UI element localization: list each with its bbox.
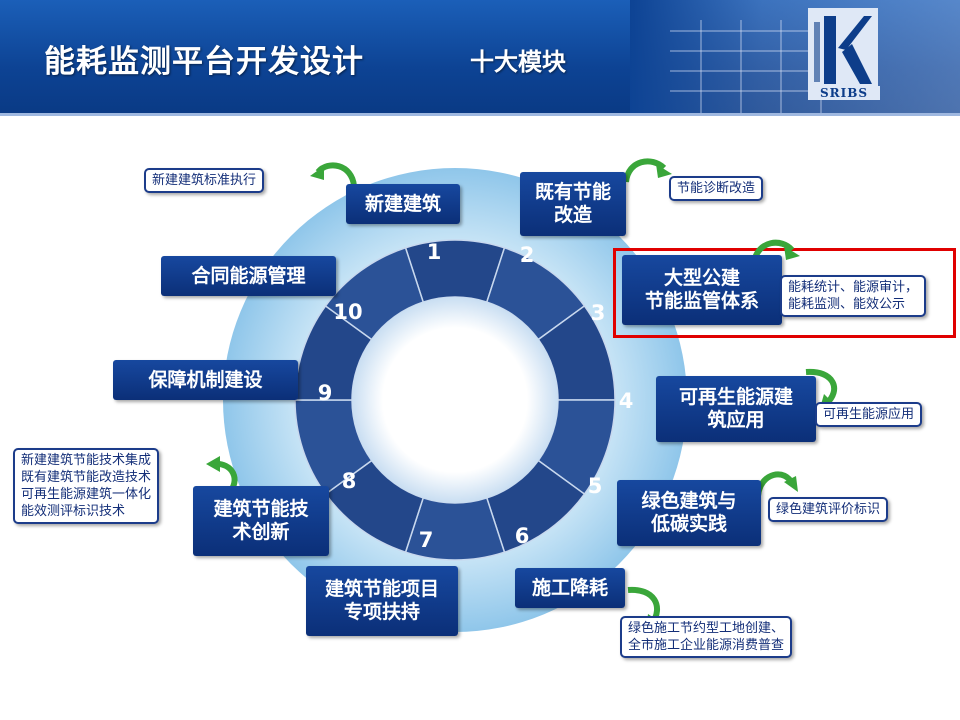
module-label: 大型公建 节能监管体系 <box>644 267 759 312</box>
header-divider <box>0 113 960 116</box>
logo-text: SRIBS <box>808 86 880 100</box>
module-label: 绿色建筑与 低碳实践 <box>641 490 737 535</box>
header-building-image <box>630 0 960 113</box>
module-label: 建筑节能技 术创新 <box>213 498 309 543</box>
module-large-public-building[interactable]: 大型公建 节能监管体系 <box>622 255 782 325</box>
ring-segments <box>294 239 616 561</box>
page-subtitle: 十大模块 <box>470 48 566 76</box>
module-construction-saving[interactable]: 施工降耗 <box>515 568 625 608</box>
module-special-support[interactable]: 建筑节能项目 专项扶持 <box>306 566 458 636</box>
sribs-logo-icon <box>808 8 878 88</box>
module-contract-energy[interactable]: 合同能源管理 <box>161 256 336 296</box>
note-energy-monitoring: 能耗统计、能源审计， 能耗监测、能效公示 <box>780 275 927 317</box>
module-new-building[interactable]: 新建建筑 <box>346 184 460 224</box>
module-green-building[interactable]: 绿色建筑与 低碳实践 <box>617 480 761 546</box>
ring-number-2: 2 <box>519 243 535 267</box>
note-new-building-standard: 新建建筑标准执行 <box>144 168 265 193</box>
module-label: 新建建筑 <box>364 192 441 215</box>
page-title: 能耗监测平台开发设计 <box>44 44 364 80</box>
module-label: 建筑节能项目 专项扶持 <box>324 578 439 623</box>
module-tech-innovation[interactable]: 建筑节能技 术创新 <box>193 486 329 556</box>
ring-segment-10 <box>324 246 425 341</box>
ring-number-3: 3 <box>590 301 606 325</box>
note-green-construction: 绿色施工节约型工地创建、 全市施工企业能源消费普查 <box>620 616 793 658</box>
module-renewable-energy[interactable]: 可再生能源建 筑应用 <box>656 376 816 442</box>
note-renewable-application: 可再生能源应用 <box>815 402 923 427</box>
curved-arrow-icon <box>310 162 357 187</box>
module-label: 施工降耗 <box>531 576 608 599</box>
module-label: 既有节能 改造 <box>534 181 611 226</box>
note-tech-list: 新建建筑节能技术集成 既有建筑节能改造技术 可再生能源建筑一体化 能效测评标识技… <box>13 448 160 524</box>
note-green-rating: 绿色建筑评价标识 <box>768 497 889 522</box>
module-label: 合同能源管理 <box>191 264 306 287</box>
note-energy-diagnosis: 节能诊断改造 <box>669 176 764 201</box>
ring-number-8: 8 <box>341 469 357 493</box>
ring-number-6: 6 <box>514 524 530 548</box>
ring-number-10: 10 <box>333 300 363 324</box>
ring-number-5: 5 <box>587 474 603 498</box>
ring-number-1: 1 <box>426 240 442 264</box>
ring-number-9: 9 <box>317 381 333 405</box>
module-label: 可再生能源建 筑应用 <box>678 386 793 431</box>
inner-hole <box>352 297 558 503</box>
module-label: 保障机制建设 <box>148 368 263 391</box>
curved-arrow-icon <box>623 158 672 183</box>
header-banner: 能耗监测平台开发设计 十大模块 SRIBS <box>0 0 960 113</box>
ring-number-4: 4 <box>618 389 634 413</box>
ring-number-7: 7 <box>418 528 434 552</box>
module-guarantee-mechanism[interactable]: 保障机制建设 <box>113 360 298 400</box>
module-existing-retrofit[interactable]: 既有节能 改造 <box>520 172 626 236</box>
